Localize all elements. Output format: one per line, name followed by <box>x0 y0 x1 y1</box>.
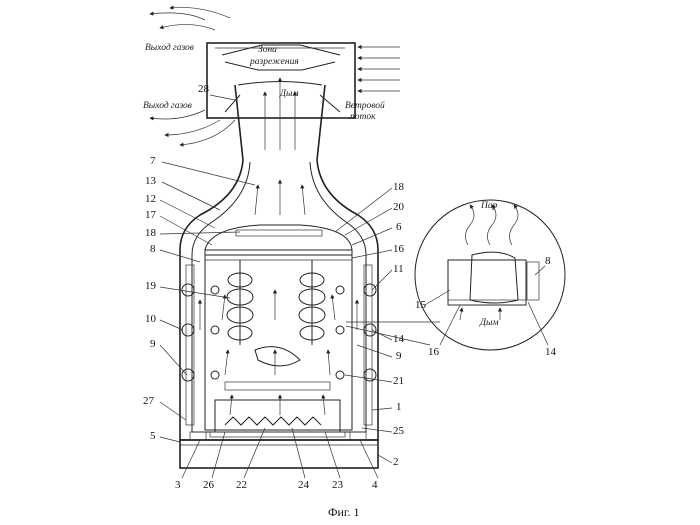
part-numbers: 28 7 13 12 17 18 8 19 10 9 27 5 3 26 22 … <box>143 83 557 491</box>
inner-smoke-arrows <box>197 179 360 416</box>
part-number: 2 <box>393 456 399 468</box>
part-number: 6 <box>396 221 402 233</box>
part-number: 24 <box>298 479 310 491</box>
part-number: 19 <box>145 280 157 292</box>
label-smoke-chimney: Дым <box>279 89 299 99</box>
label-smoke-detail: Дым <box>479 318 499 328</box>
part-number: 22 <box>236 479 247 491</box>
wind-arrows <box>357 44 400 94</box>
part-number: 25 <box>393 425 405 437</box>
label-wind-1: Ветровой <box>345 100 385 111</box>
part-number: 5 <box>150 430 156 442</box>
part-number: 10 <box>145 313 157 325</box>
part-number: 4 <box>372 479 378 491</box>
part-number: 23 <box>332 479 344 491</box>
part-number: 26 <box>203 479 215 491</box>
part-number: 28 <box>198 83 210 95</box>
part-number: 9 <box>396 350 402 362</box>
part-number: 8 <box>545 255 551 267</box>
firebox <box>189 381 367 441</box>
part-number: 18 <box>145 227 157 239</box>
text-labels: Выход газов Выход газов Зона разрежения … <box>143 42 499 519</box>
wind-cap <box>206 42 356 119</box>
hanging-products <box>226 260 326 367</box>
part-number: 9 <box>150 338 156 350</box>
part-number: 27 <box>143 395 155 407</box>
part-number: 1 <box>396 401 402 413</box>
part-number: 7 <box>150 155 156 167</box>
label-wind-2: поток <box>350 112 376 122</box>
part-number: 14 <box>545 346 557 358</box>
label-exhaust-top: Выход газов <box>145 42 194 53</box>
label-exhaust-bottom: Выход газов <box>143 100 192 111</box>
part-number: 13 <box>145 175 157 187</box>
part-number: 14 <box>393 333 405 345</box>
part-number: 16 <box>393 243 405 255</box>
part-number: 3 <box>175 479 181 491</box>
part-number: 8 <box>150 243 156 255</box>
part-number: 20 <box>393 201 405 213</box>
chimney-smoke-arrows <box>262 77 298 150</box>
smokehouse-body <box>179 159 379 469</box>
label-steam: Пар <box>480 201 498 211</box>
part-number: 16 <box>428 346 440 358</box>
part-number: 11 <box>393 263 404 275</box>
leader-lines <box>159 94 549 479</box>
detail-view <box>345 199 566 351</box>
part-number: 21 <box>393 375 404 387</box>
figure-caption: Фиг. 1 <box>328 505 359 519</box>
part-number: 17 <box>145 209 157 221</box>
part-number: 18 <box>393 181 405 193</box>
label-rarefaction-2: разрежения <box>249 57 299 67</box>
label-rarefaction-1: Зона <box>258 45 277 55</box>
part-number: 15 <box>415 299 427 311</box>
part-number: 12 <box>145 193 156 205</box>
exhaust-arrows <box>149 5 236 147</box>
